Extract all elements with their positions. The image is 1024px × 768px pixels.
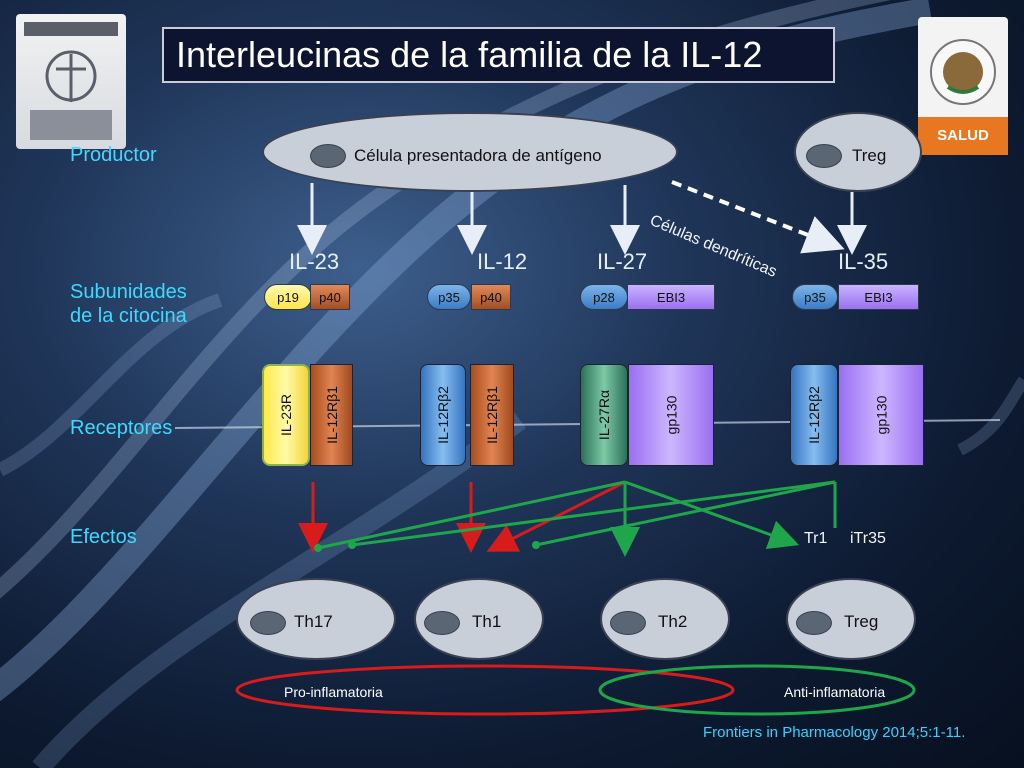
- row-label-subunits: Subunidades de la citocina: [70, 280, 187, 328]
- row-label-subunits-line1: Subunidades: [70, 281, 187, 303]
- effect-label-itr35: iTr35: [850, 530, 886, 547]
- instituto-cardiologia-logo: [16, 14, 126, 149]
- receptor-il12rb1-a: IL-12Rβ1: [310, 364, 353, 466]
- dna-strand: [957, 376, 1024, 456]
- subunit-il12-p35: p35: [427, 284, 471, 310]
- receptor-il12rb1-a-label: IL-12Rβ1: [323, 386, 340, 444]
- treg-producer-cell: Treg: [794, 112, 922, 192]
- receptor-il12rb1-b-label: IL-12Rβ1: [484, 386, 501, 444]
- effect-inhibit-dot: [348, 541, 356, 549]
- receptor-il12rb2-b-label: IL-12Rβ2: [806, 386, 823, 444]
- mexico-seal-icon: [918, 39, 1008, 155]
- reference-citation: Frontiers in Pharmacology 2014;5:1-11.: [703, 724, 966, 741]
- receptor-gp130-b-label: gp130: [873, 395, 889, 435]
- row-label-subunits-line2: de la citocina: [70, 305, 187, 327]
- receptor-il23r: IL-23R: [262, 364, 310, 466]
- cell-treg: Treg: [786, 578, 916, 660]
- pro-inflammatory-ellipse: [235, 664, 735, 716]
- cytokine-name-il12: IL-12: [477, 249, 528, 274]
- effect-label-tr1: Tr1: [804, 530, 828, 547]
- subunit-il27-ebi3: EBI3: [627, 284, 715, 310]
- legend-pro-inflammatory: Pro-inflamatoria: [284, 684, 383, 700]
- subunit-il23-p40: p40: [310, 284, 350, 310]
- cell-nucleus-icon: [796, 611, 832, 635]
- cell-th1-label: Th1: [472, 612, 502, 631]
- cell-nucleus-icon: [310, 144, 346, 168]
- cytokine-name-il35: IL-35: [838, 249, 889, 274]
- effect-arrow-il27-tr1: [624, 480, 800, 549]
- subunit-il35-p35: p35: [792, 284, 838, 310]
- cell-th17-label: Th17: [294, 612, 333, 631]
- subunit-il35-ebi3: EBI3: [838, 284, 919, 310]
- cell-th17: Th17: [236, 578, 396, 660]
- receptor-il12rb2-a: IL-12Rβ2: [420, 364, 466, 466]
- receptor-gp130-a-label: gp130: [663, 395, 679, 435]
- cell-nucleus-icon: [610, 611, 646, 635]
- dna-strand: [0, 293, 223, 477]
- receptor-il23r-label: IL-23R: [278, 393, 294, 437]
- apc-cell: Célula presentadora de antígeno: [262, 112, 678, 192]
- cell-nucleus-icon: [424, 611, 460, 635]
- page-title: Interleucinas de la familia de la IL-12: [162, 27, 835, 83]
- apc-cell-label: Célula presentadora de antígeno: [354, 146, 602, 165]
- receptor-il12rb2-b: IL-12Rβ2: [790, 364, 838, 466]
- receptor-il27ra: IL-27Rα: [580, 364, 628, 466]
- anti-inflammatory-ellipse: [598, 664, 916, 716]
- cell-nucleus-icon: [806, 144, 842, 168]
- subunit-il23-p19: p19: [264, 284, 312, 310]
- treg-producer-label: Treg: [852, 146, 887, 165]
- row-label-effects: Efectos: [70, 526, 137, 548]
- subunit-il12-p40: p40: [471, 284, 511, 310]
- dendritic-dashed-arrow: [671, 180, 845, 254]
- effect-inhibit-dot: [314, 544, 322, 552]
- cytokine-name-il27: IL-27: [597, 249, 648, 274]
- cell-th1: Th1: [414, 578, 544, 660]
- salud-logo: SALUD: [918, 17, 1008, 155]
- receptor-il12rb1-b: IL-12Rβ1: [470, 364, 514, 466]
- receptor-gp130-a: gp130: [628, 364, 714, 466]
- effect-line-il35-th1: [535, 480, 836, 547]
- cell-th2: Th2: [600, 578, 730, 660]
- cytokine-name-il23: IL-23: [289, 249, 340, 274]
- effect-inhibit-dot: [532, 541, 540, 549]
- cell-treg-label: Treg: [844, 612, 879, 631]
- receptor-il27ra-label: IL-27Rα: [596, 389, 612, 441]
- receptor-gp130-b: gp130: [838, 364, 924, 466]
- salud-logo-text: SALUD: [937, 127, 989, 144]
- logo-emblem-icon: [24, 22, 118, 140]
- cell-nucleus-icon: [250, 611, 286, 635]
- row-label-receptors: Receptores: [70, 417, 173, 439]
- effect-line-il35-th17: [351, 480, 836, 547]
- row-label-producer: Productor: [70, 144, 157, 166]
- receptor-il12rb2-a-label: IL-12Rβ2: [435, 386, 452, 444]
- effect-arrow-il27-th1: [486, 480, 626, 552]
- subunit-il27-p28: p28: [580, 284, 628, 310]
- cell-th2-label: Th2: [658, 612, 688, 631]
- legend-anti-inflammatory: Anti-inflamatoria: [784, 684, 886, 700]
- effect-line-il27-th17: [317, 480, 626, 550]
